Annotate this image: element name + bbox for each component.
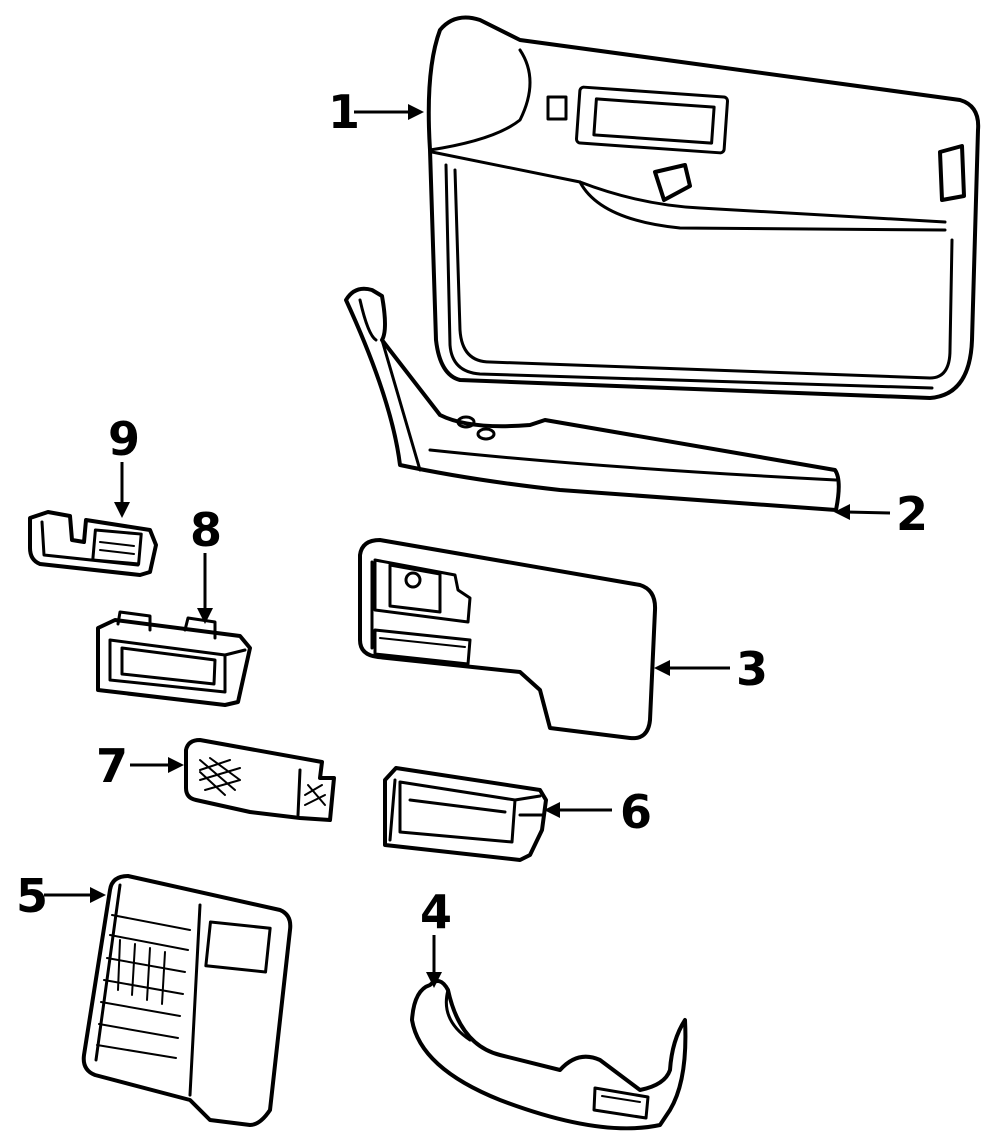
callout-labels: 1 2 3 4 5 6 7 8 9 xyxy=(16,85,928,939)
callout-8: 8 xyxy=(190,503,222,557)
leader-lines xyxy=(44,104,891,988)
callout-2: 2 xyxy=(896,487,928,541)
part-3-handle-bezel xyxy=(358,538,658,741)
callout-9: 9 xyxy=(108,412,140,466)
part-2-armrest xyxy=(344,286,841,512)
callout-6: 6 xyxy=(620,785,652,839)
part-4-lower-trim xyxy=(410,979,688,1131)
part-6-switch-housing xyxy=(383,766,548,862)
callout-5: 5 xyxy=(16,869,48,923)
part-9-retainer-clip xyxy=(28,510,158,577)
callout-4: 4 xyxy=(420,885,452,939)
part-8-lamp-housing xyxy=(96,610,252,707)
callout-3: 3 xyxy=(736,642,768,696)
part-5-switch-bezel xyxy=(81,874,293,1127)
part-7-switch-cover xyxy=(184,738,336,822)
part-1-door-trim-panel xyxy=(426,15,981,400)
callout-1: 1 xyxy=(328,85,360,139)
callout-7: 7 xyxy=(96,739,128,793)
